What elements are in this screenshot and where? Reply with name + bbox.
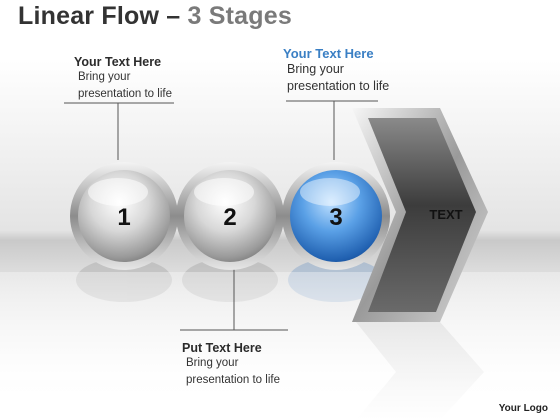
stage-label-3: 3 xyxy=(329,204,342,231)
stage-label-2: 2 xyxy=(223,204,236,231)
callout-line-2: presentation to life xyxy=(287,79,390,93)
callout-heading: Put Text Here xyxy=(182,341,262,355)
callout-line-1: Bring your xyxy=(78,71,131,83)
logo-text: Your Logo xyxy=(498,403,548,414)
callout-line-1: Bring your xyxy=(186,357,239,369)
arrow-label: TEXT xyxy=(429,207,462,222)
callout-stage-2: Put Text Here Bring your presentation to… xyxy=(182,341,280,389)
stage-sphere-3 xyxy=(282,162,390,270)
callout-line-2: presentation to life xyxy=(78,88,172,100)
title-main: Linear Flow xyxy=(18,2,160,30)
title-separator: – xyxy=(159,2,188,30)
callout-line-2: presentation to life xyxy=(186,374,280,386)
callout-heading: Your Text Here xyxy=(283,46,374,61)
connector-lines xyxy=(64,100,378,331)
callout-stage-1: Your Text Here Bring your presentation t… xyxy=(74,55,172,103)
page-title: Linear Flow – 3 Stages xyxy=(18,2,292,31)
callout-stage-3: Your Text Here Bring your presentation t… xyxy=(283,46,389,95)
callout-line-1: Bring your xyxy=(287,62,344,76)
stage-sphere-1 xyxy=(70,162,178,270)
title-suffix: 3 Stages xyxy=(187,2,292,30)
stage-sphere-2 xyxy=(176,162,284,270)
callout-heading: Your Text Here xyxy=(74,55,162,69)
stage-label-1: 1 xyxy=(117,204,130,231)
chevron-arrow xyxy=(352,108,488,322)
